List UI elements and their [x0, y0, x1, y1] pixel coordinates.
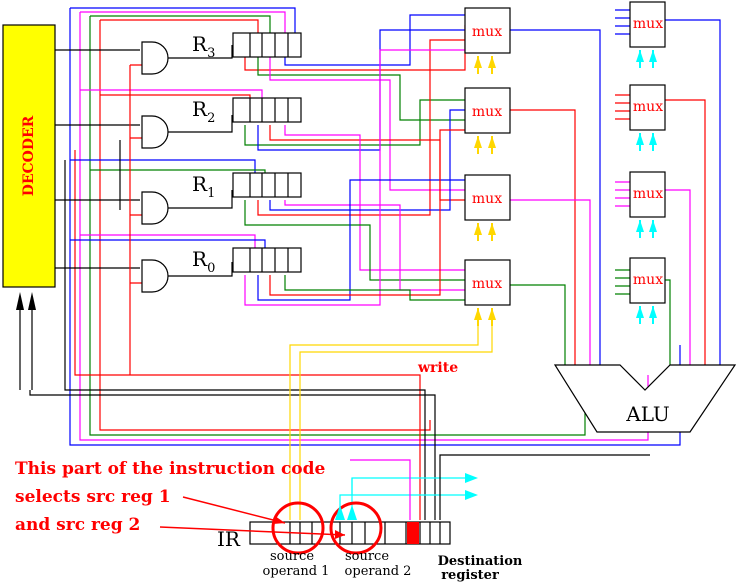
register-label: R0: [192, 247, 215, 276]
source-operand-1-highlight: [271, 501, 325, 555]
select-arrow-icon: [474, 223, 482, 235]
and-gate: [141, 115, 169, 149]
mux-right-2: mux: [629, 171, 666, 238]
destination-register-line1: Destination: [438, 554, 523, 569]
register-r1: R1: [192, 172, 302, 201]
and-gate: [141, 191, 169, 225]
mux-left-1: mux: [464, 87, 511, 154]
register-label: R2: [192, 97, 215, 126]
select-arrow-icon: [474, 308, 482, 320]
select-arrow-icon: [636, 50, 644, 62]
select-arrow-icon: [649, 50, 657, 62]
select-arrow-icon: [636, 306, 644, 318]
register-r3: R3: [192, 32, 302, 61]
mux-column-left: mux mux mux mux: [464, 7, 511, 326]
and-gate: [141, 259, 169, 293]
select-arrow-icon: [636, 220, 644, 232]
write-label: write: [417, 360, 458, 376]
mux-label: mux: [472, 24, 502, 40]
mux-label: mux: [472, 191, 502, 207]
mux-right-1: mux: [629, 84, 666, 151]
mux-label: mux: [633, 16, 663, 32]
select-arrow-icon: [649, 133, 657, 145]
destination-bit-highlight: [407, 522, 419, 544]
source-operand-2-line2: operand 2: [345, 564, 412, 579]
datapath-wires: [29, 7, 721, 520]
select-arrow-icon: [649, 220, 657, 232]
destination-register-line2: register: [441, 568, 499, 583]
select-arrow-icon: [649, 306, 657, 318]
alu: ALU: [553, 364, 737, 433]
select-arrow-icon: [488, 136, 496, 148]
register-r2: R2: [192, 97, 302, 126]
mux-label: mux: [633, 99, 663, 115]
annotation-line-1: This part of the instruction code: [15, 459, 326, 479]
source-operand-2-line1: source: [345, 549, 389, 564]
mux-left-3: mux: [464, 259, 511, 326]
and-gate-column: [141, 41, 169, 293]
mux-column-right: mux mux mux mux: [629, 1, 666, 324]
decoder: DECODER: [2, 24, 56, 390]
annotation-line-3: and src reg 2: [15, 515, 140, 535]
register-r0: R0: [192, 247, 302, 276]
source-operand-2-highlight: [329, 501, 383, 555]
annotation-line-2: selects src reg 1: [15, 487, 171, 507]
source-operand-1-line2: operand 1: [263, 564, 330, 579]
instruction-register: IR source operand 1 source operand 2 Des…: [217, 501, 523, 583]
mux-left-0: mux: [464, 7, 511, 74]
annotation: This part of the instruction code select…: [15, 459, 346, 539]
select-arrow-icon: [488, 56, 496, 68]
select-arrow-icon: [474, 136, 482, 148]
mux-left-2: mux: [464, 174, 511, 241]
select-arrow-icon: [474, 56, 482, 68]
ir-label: IR: [217, 527, 241, 551]
decoder-label: DECODER: [21, 115, 37, 196]
mux-right-3: mux: [629, 257, 666, 324]
select-arrow-icon: [488, 223, 496, 235]
register-label: R1: [192, 172, 215, 201]
mux-right-0: mux: [629, 1, 666, 68]
alu-label: ALU: [625, 402, 670, 426]
mux-label: mux: [633, 272, 663, 288]
register-label: R3: [192, 32, 215, 61]
ir-output-arrows: [335, 473, 478, 520]
and-gate: [141, 41, 169, 75]
mux-label: mux: [472, 104, 502, 120]
source-operand-1-line1: source: [270, 549, 314, 564]
select-arrow-icon: [636, 133, 644, 145]
mux-label: mux: [633, 186, 663, 202]
select-arrow-icon: [488, 308, 496, 320]
mux-label: mux: [472, 276, 502, 292]
